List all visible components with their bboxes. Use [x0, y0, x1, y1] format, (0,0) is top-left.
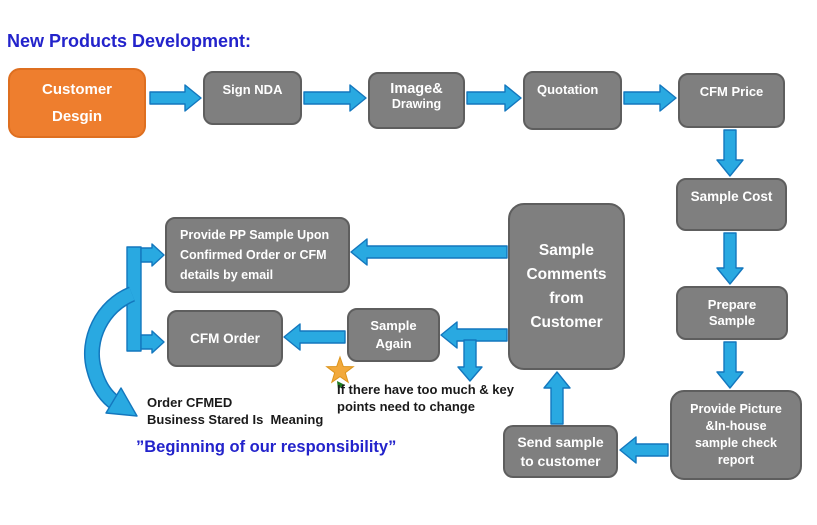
arrow-image-to-quotation: [466, 84, 522, 112]
node-quotation: Quotation: [523, 71, 622, 130]
responsibility-note: ”Beginning of our responsibility”: [136, 438, 397, 456]
arrow-sampleagain-to-cfmorder: [283, 323, 346, 351]
arrow-prepare-to-picture: [716, 341, 744, 389]
node-sample-comments: Sample Comments from Customer: [508, 203, 625, 370]
arrow-comments-to-providepp: [350, 238, 508, 266]
arrow-comments-to-sampleagain: [440, 321, 508, 349]
page-title: New Products Development:: [7, 31, 252, 51]
node-sign-nda: Sign NDA: [203, 71, 302, 125]
node-send-sample: Send sample to customer: [503, 425, 618, 478]
arrow-picture-to-sendsample: [619, 436, 669, 464]
star-icon: [325, 355, 355, 384]
star-note: If there have too much & key points need…: [337, 382, 514, 414]
node-sample-again: Sample Again: [347, 308, 440, 362]
swoosh-arrowhead: [105, 387, 138, 417]
arrow-nda-to-image: [303, 84, 367, 112]
bracket-arrow-to-cfmorder: [140, 330, 165, 354]
arrow-customer-to-nda: [149, 84, 202, 112]
arrow-branch-to-starnote: [457, 339, 483, 382]
node-provide-pp-sample: Provide PP Sample Upon Confirmed Order o…: [165, 217, 350, 293]
node-image-drawing-line1: Image&: [390, 81, 443, 97]
node-cfm-price: CFM Price: [678, 73, 785, 128]
arrow-sendsample-to-comments: [543, 371, 571, 425]
order-cfmed-note: Order CFMED Business Stared Is Meaning: [147, 395, 324, 427]
arrow-cfmprice-to-samplecost: [716, 129, 744, 177]
node-cfm-order: CFM Order: [167, 310, 283, 367]
arrow-samplecost-to-prepare: [716, 232, 744, 285]
arrow-quotation-to-cfmprice: [623, 84, 677, 112]
star-leaf-icon: [337, 381, 345, 389]
node-provide-picture: Provide Picture &In-house sample check r…: [670, 390, 802, 480]
bracket-arrow-to-providepp: [140, 243, 165, 267]
swoosh-arrow: [85, 287, 135, 412]
node-customer-design: Customer Desgin: [8, 68, 146, 138]
node-image-drawing-line2: Drawing: [391, 97, 442, 111]
node-sample-cost: Sample Cost: [676, 178, 787, 231]
node-image-drawing: Image& Drawing: [368, 72, 465, 129]
node-prepare-sample: Prepare Sample: [676, 286, 788, 340]
